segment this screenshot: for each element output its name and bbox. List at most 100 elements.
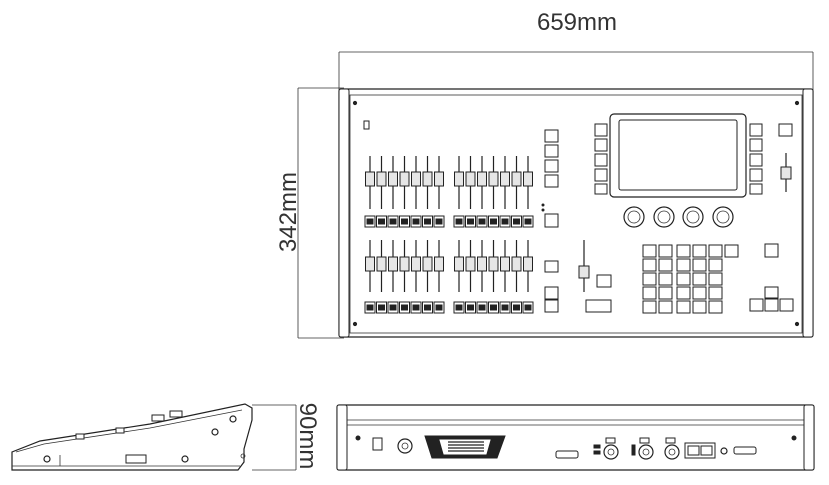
fader-knob	[376, 256, 387, 272]
width-dimension-label: 659mm	[537, 9, 617, 36]
fader-knob	[399, 171, 410, 187]
touchscreen	[609, 113, 747, 198]
keypad-key	[692, 258, 707, 272]
fader-button-led	[389, 304, 397, 311]
fader-button-led	[455, 218, 463, 225]
dmx-port-a-icon	[603, 444, 619, 460]
keypad-key	[708, 300, 723, 314]
fader-knob	[388, 256, 398, 272]
keypad-key	[642, 300, 657, 314]
fader-button-led	[501, 218, 509, 225]
fader-button-led	[501, 304, 509, 311]
fader-knob	[523, 171, 533, 187]
fader-button-led	[467, 304, 474, 311]
fader-button-led	[366, 218, 374, 225]
fader-knob	[365, 256, 375, 272]
keypad-key	[708, 244, 723, 258]
keypad-key	[692, 244, 707, 258]
keypad-key	[676, 300, 691, 314]
fader-knob	[477, 256, 487, 272]
keypad-key	[658, 244, 673, 258]
fader-button-led	[478, 218, 486, 225]
power-inlet-icon	[397, 438, 413, 454]
fader-knob	[422, 256, 433, 272]
power-switch-icon	[372, 437, 383, 451]
fader-button-led	[412, 218, 420, 225]
fader-knob	[465, 256, 476, 272]
fader-button-led	[389, 218, 397, 225]
keypad-key	[676, 272, 691, 286]
keypad-key	[692, 286, 707, 300]
fader-knob	[388, 171, 398, 187]
fader-button-led	[412, 304, 420, 311]
fader-knob	[434, 171, 444, 187]
keypad-key	[708, 286, 723, 300]
fader-button-led	[435, 218, 443, 225]
keypad-key	[676, 244, 691, 258]
fader-button-led	[455, 304, 463, 311]
keypad-key	[676, 258, 691, 272]
height-dimension-label: 90mm	[294, 403, 321, 470]
encoder-wheels	[623, 206, 734, 228]
side-view	[11, 403, 253, 471]
fader-knob	[511, 171, 522, 187]
fader-button-led	[513, 304, 520, 311]
keypad-key	[658, 286, 673, 300]
fader-button-led	[378, 304, 385, 311]
fader-knob	[454, 171, 464, 187]
fader-knob	[511, 256, 522, 272]
fader-button-led	[490, 304, 497, 311]
fader-banks	[364, 156, 534, 314]
fader-knob	[454, 256, 464, 272]
depth-dimension-label: 342mm	[275, 172, 302, 252]
keypad-key	[642, 286, 657, 300]
fader-knob	[500, 256, 510, 272]
fader-knob	[422, 171, 433, 187]
dmx-port-c-icon	[664, 444, 680, 460]
dmx-port-b-icon	[638, 444, 654, 460]
serial-port-icon	[733, 446, 757, 455]
fader-knob	[477, 171, 487, 187]
keypad-key	[642, 244, 657, 258]
keypad-key	[724, 244, 739, 258]
fader-button-led	[435, 304, 443, 311]
fader-knob	[399, 256, 410, 272]
fader-button-led	[524, 304, 532, 311]
rear-view	[336, 404, 815, 471]
fader-button-led	[378, 218, 385, 225]
keypad-key	[658, 272, 673, 286]
fader-button-led	[401, 304, 408, 311]
fader-knob	[411, 256, 421, 272]
keypad-key	[642, 258, 657, 272]
dimension-lines	[252, 51, 814, 471]
keypad-key	[676, 286, 691, 300]
keypad-key	[658, 258, 673, 272]
fader-knob	[523, 256, 533, 272]
fader-knob	[411, 171, 421, 187]
dvi-port-icon	[555, 450, 579, 459]
fader-button-led	[467, 218, 474, 225]
fader-button-led	[524, 218, 532, 225]
top-view	[338, 88, 814, 338]
keypad-key	[708, 272, 723, 286]
keypad-key	[708, 258, 723, 272]
fader-button-led	[490, 218, 497, 225]
fader-button-led	[424, 304, 431, 311]
usb-port-icon	[363, 120, 370, 130]
fader-knob	[434, 256, 444, 272]
fader-button-led	[366, 304, 374, 311]
fader-button-led	[424, 218, 431, 225]
fader-button-led	[513, 218, 520, 225]
fader-knob	[365, 171, 375, 187]
fader-knob	[488, 171, 499, 187]
keypad-key	[692, 272, 707, 286]
fader-knob	[500, 171, 510, 187]
keypad-key	[642, 272, 657, 286]
fader-button-led	[478, 304, 486, 311]
keypad	[642, 244, 739, 314]
fader-knob	[488, 256, 499, 272]
keypad-key	[692, 300, 707, 314]
fader-knob	[376, 171, 387, 187]
fader-button-led	[401, 218, 408, 225]
